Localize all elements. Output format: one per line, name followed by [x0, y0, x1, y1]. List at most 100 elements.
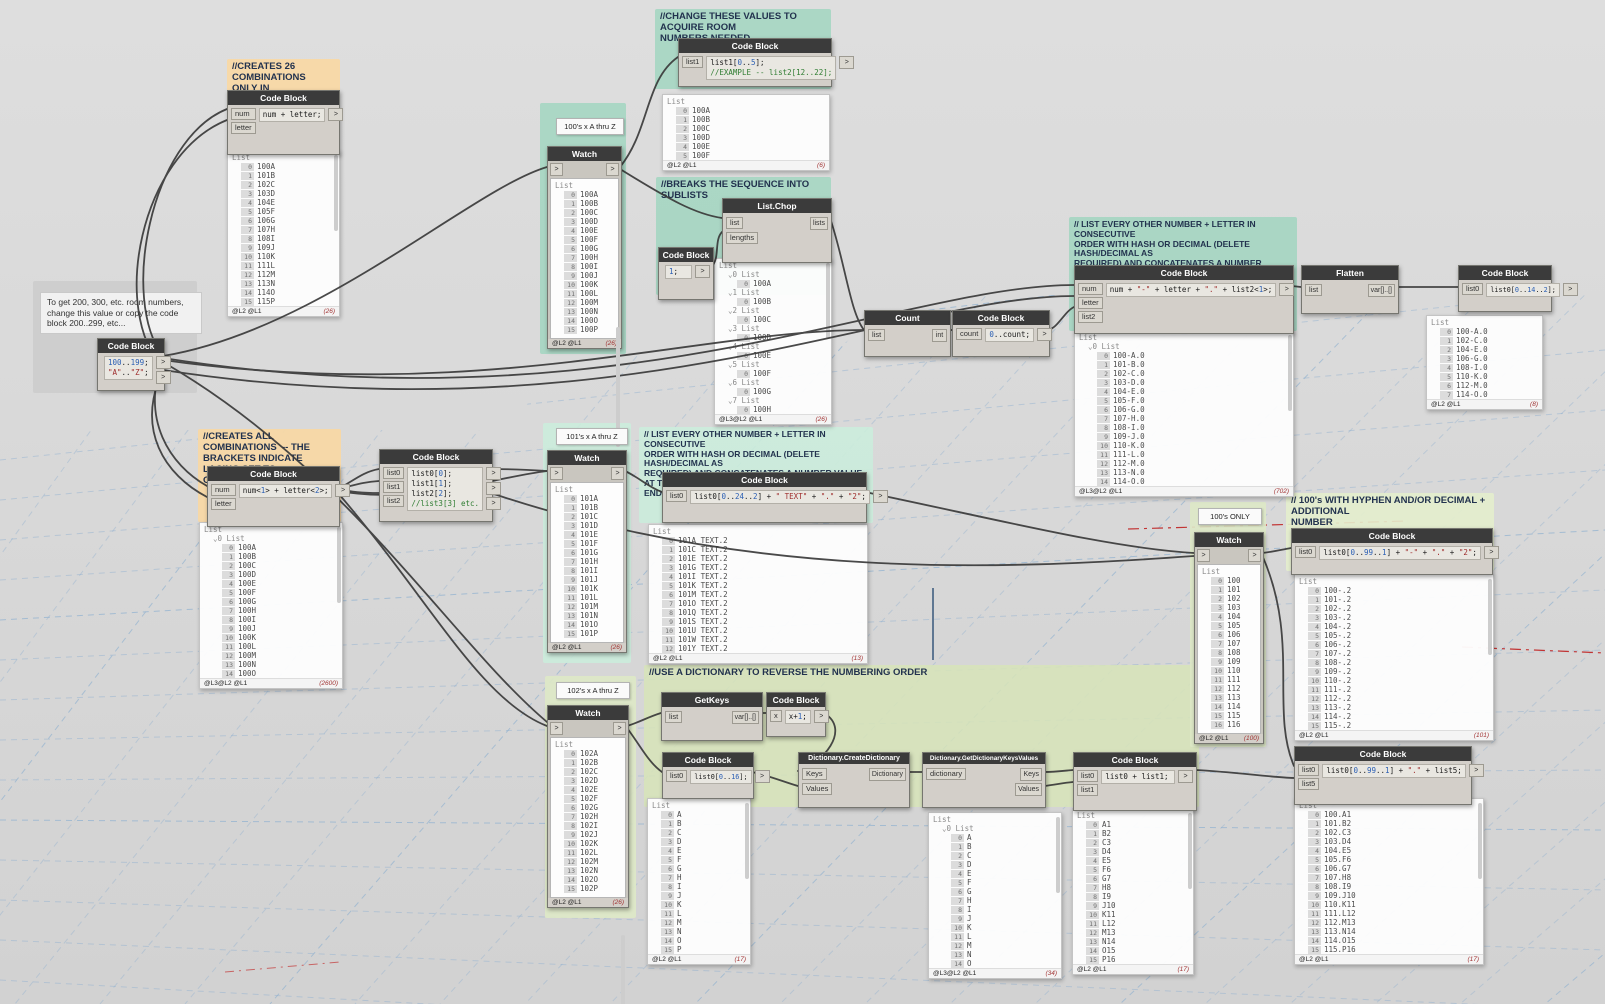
input-port[interactable]: lengths: [726, 232, 759, 244]
node-header[interactable]: Watch: [548, 147, 621, 161]
node-header[interactable]: Watch: [548, 451, 626, 465]
code-editor[interactable]: list0[0..99..1] + "-" + "." + "2";: [1319, 546, 1481, 560]
input-port[interactable]: >: [550, 467, 563, 480]
scrollbar[interactable]: [1288, 335, 1292, 411]
list-chop-node[interactable]: List.Chop list lists lengths: [722, 198, 832, 263]
node-header[interactable]: List.Chop: [723, 199, 831, 213]
code-editor[interactable]: num + "-" + letter + "." + list2<1>;: [1105, 283, 1277, 297]
input-port[interactable]: x: [770, 710, 782, 722]
lacing-levels[interactable]: @L2 @L1: [653, 655, 683, 662]
output-port[interactable]: >: [1468, 764, 1484, 777]
lacing-levels[interactable]: @L3@L2 @L1: [204, 680, 248, 687]
input-port[interactable]: list: [726, 217, 744, 229]
node-header[interactable]: Code Block: [1074, 753, 1196, 767]
node-header[interactable]: Code Block: [1459, 266, 1551, 280]
node-header[interactable]: Code Block: [1075, 266, 1293, 280]
scrollbar[interactable]: [826, 263, 830, 339]
input-port[interactable]: list1: [1077, 784, 1099, 796]
node-header[interactable]: Code Block: [1292, 529, 1492, 543]
lacing-levels[interactable]: @L2 @L1: [232, 308, 262, 315]
input-port[interactable]: letter: [231, 122, 256, 134]
node-header[interactable]: Code Block: [953, 311, 1049, 325]
node-header[interactable]: GetKeys: [662, 693, 762, 707]
node-header[interactable]: Code Block: [380, 450, 492, 464]
code-editor[interactable]: num<1> + letter<2>;: [238, 484, 333, 498]
code-block-text-concat[interactable]: Code Block list0 list0[0..24..2] + " TEX…: [662, 472, 888, 523]
input-port[interactable]: list: [1305, 284, 1323, 296]
output-port[interactable]: >: [606, 163, 619, 176]
lacing-levels[interactable]: @L2 @L1: [552, 644, 582, 651]
node-header[interactable]: Code Block: [98, 339, 164, 353]
code-editor[interactable]: list1[0..5];//EXAMPLE -- list2[12..22];: [706, 56, 837, 80]
output-port[interactable]: >: [1562, 283, 1578, 296]
input-port[interactable]: >: [550, 163, 563, 176]
input-port[interactable]: count: [956, 328, 983, 340]
node-header[interactable]: Dictionary.CreateDictionary: [799, 753, 909, 764]
scrollbar[interactable]: [1188, 813, 1192, 889]
lacing-levels[interactable]: @L3@L2 @L1: [719, 416, 763, 423]
input-port[interactable]: list0: [1298, 764, 1320, 776]
input-port[interactable]: list5: [1298, 778, 1320, 790]
input-port[interactable]: num: [211, 484, 236, 496]
scrollbar[interactable]: [337, 527, 341, 603]
output-port[interactable]: lists: [809, 217, 828, 230]
lacing-levels[interactable]: @L2 @L1: [652, 956, 682, 963]
lacing-levels[interactable]: @L3@L2 @L1: [1079, 488, 1123, 495]
code-editor[interactable]: 1;: [665, 265, 692, 279]
input-port[interactable]: list1: [383, 481, 405, 493]
code-block-room-range[interactable]: Code Block 100..199;"A".."Z"; >>: [97, 338, 171, 391]
code-editor[interactable]: list0[0..99..1] + "." + list5;: [1322, 764, 1466, 778]
watch-title-101s[interactable]: 101's x A thru Z: [556, 428, 628, 445]
output-port[interactable]: var[]..[]: [1367, 284, 1395, 297]
watch-title-100s-only[interactable]: 100's ONLY: [1198, 508, 1262, 525]
node-header[interactable]: Count: [865, 311, 950, 325]
code-block-count-range[interactable]: Code Block count 0..count; >: [952, 310, 1052, 357]
code-editor[interactable]: 0..count;: [985, 328, 1034, 342]
watch-title-100s[interactable]: 100's x A thru Z: [556, 118, 624, 135]
note-card[interactable]: To get 200, 300, etc. room numbers, chan…: [40, 292, 202, 334]
lacing-levels[interactable]: @L3@L2 @L1: [933, 970, 977, 977]
code-block-one[interactable]: Code Block 1; >: [658, 247, 714, 300]
output-port[interactable]: >: [1037, 328, 1052, 341]
code-editor[interactable]: list0[0..24..2] + " TEXT" + "." + "2";: [690, 490, 870, 504]
scrollbar[interactable]: [1478, 803, 1482, 879]
input-port[interactable]: list0: [383, 467, 405, 479]
node-header[interactable]: Code Block: [659, 248, 713, 262]
code-block-select-range[interactable]: Code Block list1 list1[0..5];//EXAMPLE -…: [678, 38, 855, 87]
lacing-levels[interactable]: @L2 @L1: [667, 162, 697, 169]
output-port[interactable]: >: [695, 265, 710, 278]
output-port[interactable]: >: [155, 371, 171, 384]
output-port[interactable]: >: [486, 497, 502, 510]
code-editor[interactable]: x+1;: [784, 710, 811, 724]
node-header[interactable]: Watch: [1195, 533, 1263, 547]
input-port[interactable]: letter: [211, 498, 236, 510]
input-port[interactable]: list: [868, 329, 886, 341]
input-port[interactable]: list0: [666, 490, 688, 502]
input-port[interactable]: list0: [1462, 283, 1484, 295]
input-port[interactable]: list1: [682, 56, 704, 68]
input-port[interactable]: list0: [666, 770, 688, 782]
input-port[interactable]: letter: [1078, 297, 1103, 309]
input-port[interactable]: num: [231, 108, 256, 120]
code-block-x-plus-1[interactable]: Code Block x x+1; >: [766, 692, 829, 737]
code-editor[interactable]: list0[0..16];: [690, 770, 752, 784]
scrollbar[interactable]: [745, 803, 749, 879]
input-port[interactable]: Values: [802, 783, 833, 795]
output-port[interactable]: var[]..[]: [731, 711, 759, 724]
output-port[interactable]: >: [611, 467, 624, 480]
output-port[interactable]: >: [1279, 283, 1295, 296]
lacing-levels[interactable]: @L2 @L1: [1431, 401, 1461, 408]
